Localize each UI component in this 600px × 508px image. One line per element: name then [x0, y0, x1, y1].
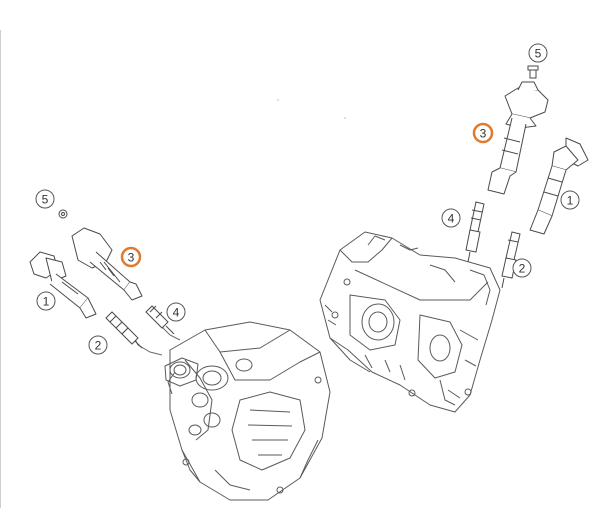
- callout-label: 2: [519, 262, 526, 276]
- left-ignition-coil-1: [29, 251, 97, 319]
- callout-circle: [560, 190, 580, 210]
- right-spark-plug-2: [501, 231, 521, 289]
- callout-circle: [88, 335, 108, 355]
- right-cylinder-head: [319, 231, 501, 413]
- callout-c4-right: 4: [441, 208, 461, 228]
- callout-label: 3: [128, 251, 135, 265]
- callout-c3-right: 3: [472, 122, 494, 144]
- speck: [277, 99, 279, 101]
- left-bolt-5: [58, 209, 68, 219]
- left-seal-ring: [169, 361, 191, 379]
- callout-layer: 5 3 1 4 2 5 3 1 4 2: [35, 43, 580, 355]
- callout-c4-left: 4: [166, 302, 186, 322]
- callout-label: 4: [448, 212, 455, 226]
- callout-c2-left: 2: [88, 335, 108, 355]
- callout-label: 3: [480, 127, 487, 141]
- callout-c5-left: 5: [35, 189, 55, 209]
- left-spark-plug-2: [105, 311, 143, 349]
- callout-label: 1: [43, 295, 50, 309]
- callout-circle: [441, 208, 461, 228]
- right-ignition-coil-3: [487, 81, 549, 195]
- callout-c1-right: 1: [560, 190, 580, 210]
- callout-circle: [512, 258, 532, 278]
- right-ignition-coil-1: [529, 137, 589, 235]
- callout-circle: [528, 43, 548, 63]
- left-ignition-coil-3: [71, 227, 143, 301]
- left-spark-plug-4: [145, 305, 175, 335]
- callout-c3-left: 3: [120, 246, 142, 268]
- callout-c2-right: 2: [512, 258, 532, 278]
- callout-circle: [36, 291, 56, 311]
- callout-label: 2: [95, 339, 102, 353]
- right-spark-plug-4: [465, 201, 485, 263]
- callout-label: 5: [42, 193, 49, 207]
- callout-label: 1: [567, 194, 574, 208]
- callout-circle: [35, 189, 55, 209]
- callout-circle: [120, 246, 142, 268]
- speck: [344, 117, 346, 119]
- callout-c5-right: 5: [528, 43, 548, 63]
- callout-c1-left: 1: [36, 291, 56, 311]
- callout-label: 5: [535, 47, 542, 61]
- right-bolt-5: [527, 65, 539, 79]
- callout-label: 4: [173, 306, 180, 320]
- callout-circle: [472, 122, 494, 144]
- callout-circle: [166, 302, 186, 322]
